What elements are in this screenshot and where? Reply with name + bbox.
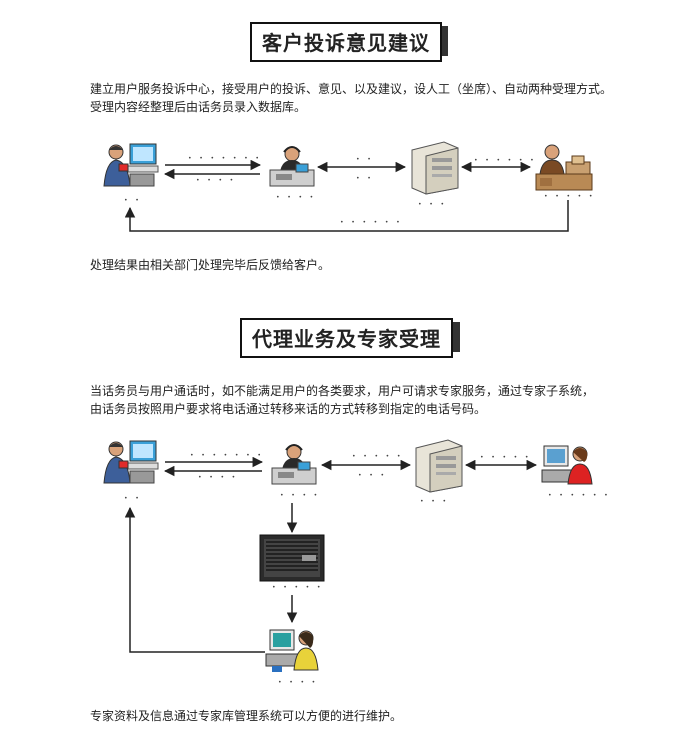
dots-label: • • • • [280, 492, 320, 499]
dots-label: • • • • • • [548, 492, 610, 499]
arrow2-expert-to-user [124, 506, 265, 653]
section1-intro-line1: 建立用户服务投诉中心，接受用户的投诉、意见、以及建议，设人工（坐席）、自动两种受… [90, 82, 613, 96]
operator-headset-icon [269, 146, 315, 187]
arrow-feedback-to-user [124, 200, 569, 232]
section-title-expert: 代理业务及专家受理 [240, 318, 453, 358]
operator-headset-icon [271, 444, 317, 485]
dots-label: • • • • • • • [190, 452, 263, 459]
expert-workstation-icon [265, 629, 319, 672]
section1-intro: 建立用户服务投诉中心，接受用户的投诉、意见、以及建议，设人工（坐席）、自动两种受… [90, 80, 650, 116]
dots-label: • • • • [196, 177, 236, 184]
dots-label: • • • [358, 472, 387, 479]
dots-label: • • • • [198, 474, 238, 481]
section-title-complaints: 客户投诉意见建议 [250, 22, 442, 62]
dots-label: • • • • • [544, 193, 595, 200]
dots-label: • • • • • • [340, 219, 402, 226]
switch-rack-icon [259, 534, 325, 582]
expert-workstation-icon [541, 445, 593, 485]
section1-intro-line2: 受理内容经整理后由话务员录入数据库。 [90, 100, 307, 114]
section2-outro: 专家资料及信息通过专家库管理系统可以方便的进行维护。 [90, 709, 403, 723]
section2-intro-line1: 当话务员与用户通话时，如不能满足用户的各类要求，用户可请求专家服务，通过专家子系… [90, 384, 595, 398]
section2-intro-line2: 由话务员按照用户要求将电话通过转移来话的方式转移到指定的电话号码。 [90, 402, 487, 416]
dots-label: • • [356, 175, 373, 182]
dots-label: • • • • • • • [188, 155, 261, 162]
department-desk-icon [535, 144, 593, 191]
dots-label: • • • • [276, 194, 316, 201]
dots-label: • • [124, 495, 141, 502]
dots-label: • • • [420, 498, 449, 505]
user-phone-icon [103, 440, 159, 484]
dots-label: • • • • [278, 679, 318, 686]
section1-outro: 处理结果由相关部门处理完毕后反馈给客户。 [90, 258, 331, 272]
dots-label: • • [356, 156, 373, 163]
dots-label: • • • • • [272, 584, 323, 591]
dots-label: • • • • • [352, 453, 403, 460]
server-tower-icon [411, 141, 459, 195]
dots-label: • • • [418, 201, 447, 208]
dots-label: • • • • • • [474, 157, 536, 164]
dots-label: • • • • • [480, 454, 531, 461]
user-phone-icon [103, 143, 159, 187]
server-tower-icon [415, 439, 463, 493]
dots-label: • • [124, 197, 141, 204]
section2-intro: 当话务员与用户通话时，如不能满足用户的各类要求，用户可请求专家服务，通过专家子系… [90, 382, 650, 418]
